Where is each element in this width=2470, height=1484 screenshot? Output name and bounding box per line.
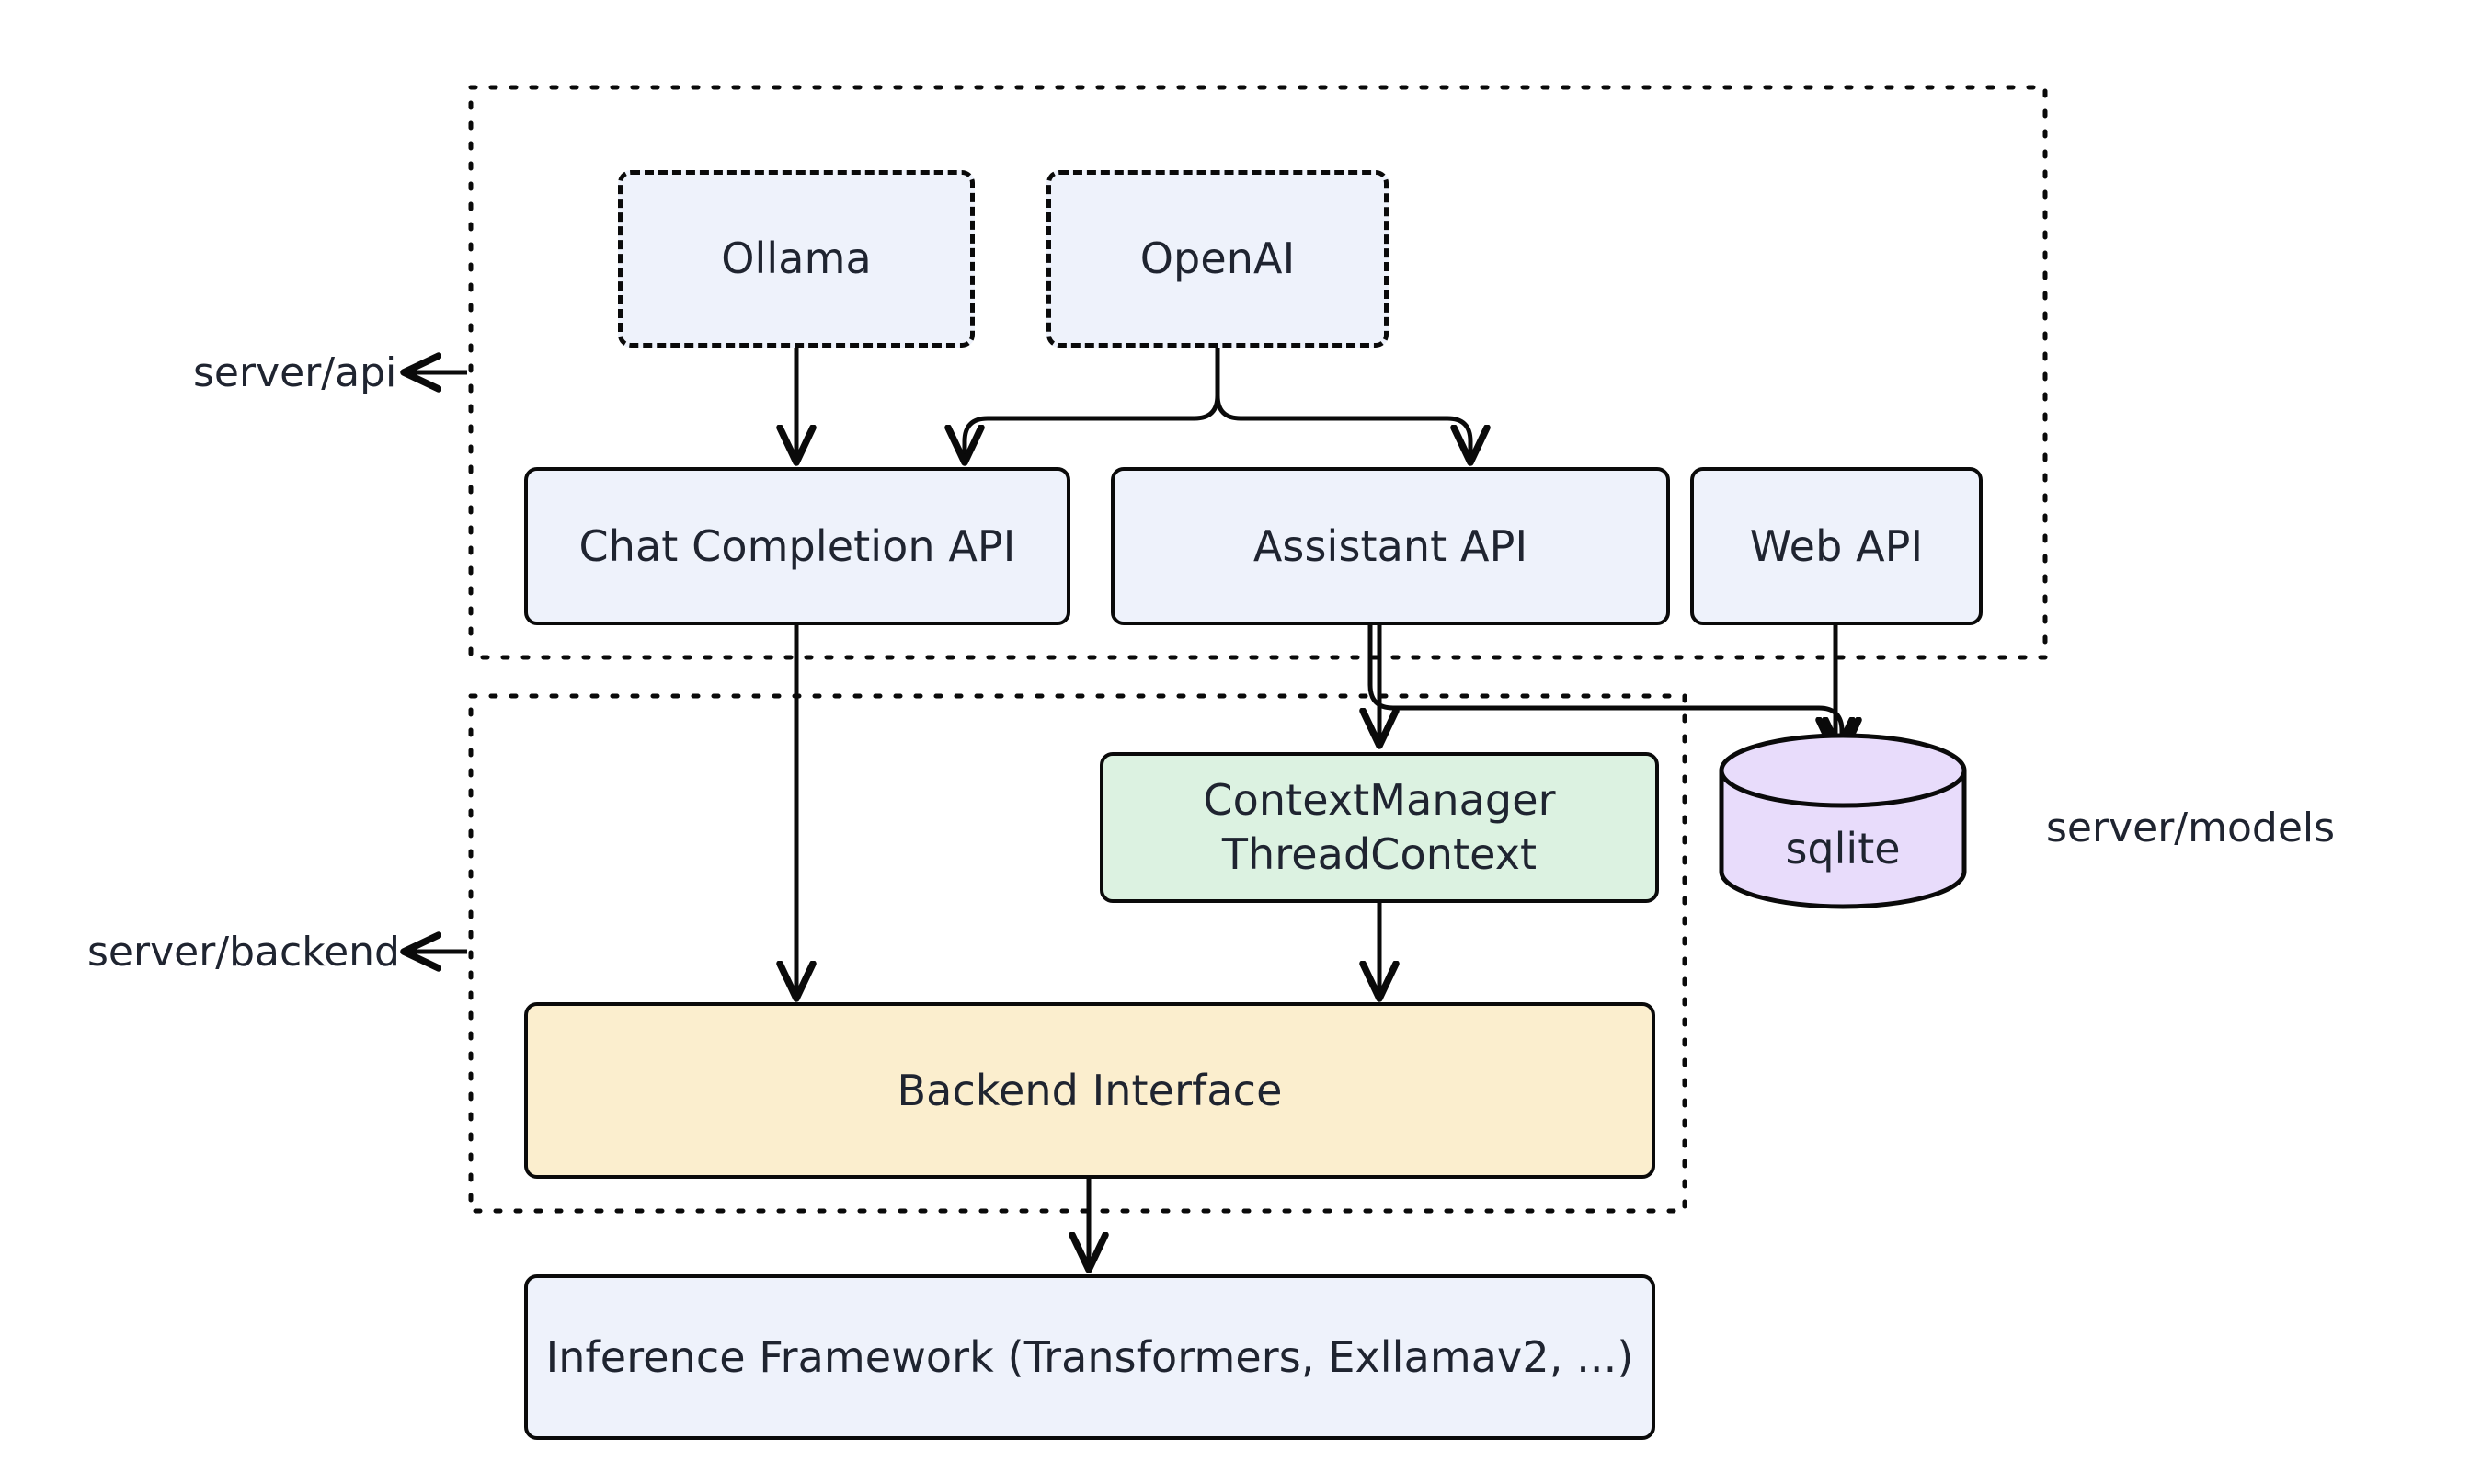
group-label-api: server/api xyxy=(193,349,397,396)
node-ollama[interactable]: Ollama xyxy=(618,170,975,348)
cylinder-top xyxy=(1719,733,1967,808)
node-sqlite-label: sqlite xyxy=(1785,824,1901,873)
edge-openai-to-assistant-api xyxy=(1215,348,1470,460)
edge-assistant-api-to-sqlite xyxy=(1367,625,1842,752)
cylinder-body xyxy=(1719,768,1967,909)
group-label-models: server/models xyxy=(2046,805,2336,851)
node-sqlite[interactable] xyxy=(1719,733,1967,909)
node-openai[interactable]: OpenAI xyxy=(1046,170,1389,348)
group-box-api xyxy=(468,85,2048,660)
node-assistant-api[interactable]: Assistant API xyxy=(1111,467,1670,625)
group-box-backend xyxy=(468,693,1687,1214)
node-chat-completion-api[interactable]: Chat Completion API xyxy=(524,467,1070,625)
node-context-manager[interactable]: ContextManager ThreadContext xyxy=(1100,752,1659,903)
node-web-api[interactable]: Web API xyxy=(1690,467,1983,625)
node-backend-interface[interactable]: Backend Interface xyxy=(524,1002,1655,1179)
group-label-backend: server/backend xyxy=(87,929,400,976)
node-inference-framework[interactable]: Inference Framework (Transformers, Exlla… xyxy=(524,1274,1655,1440)
edge-openai-to-chat-completion-api xyxy=(965,348,1220,460)
